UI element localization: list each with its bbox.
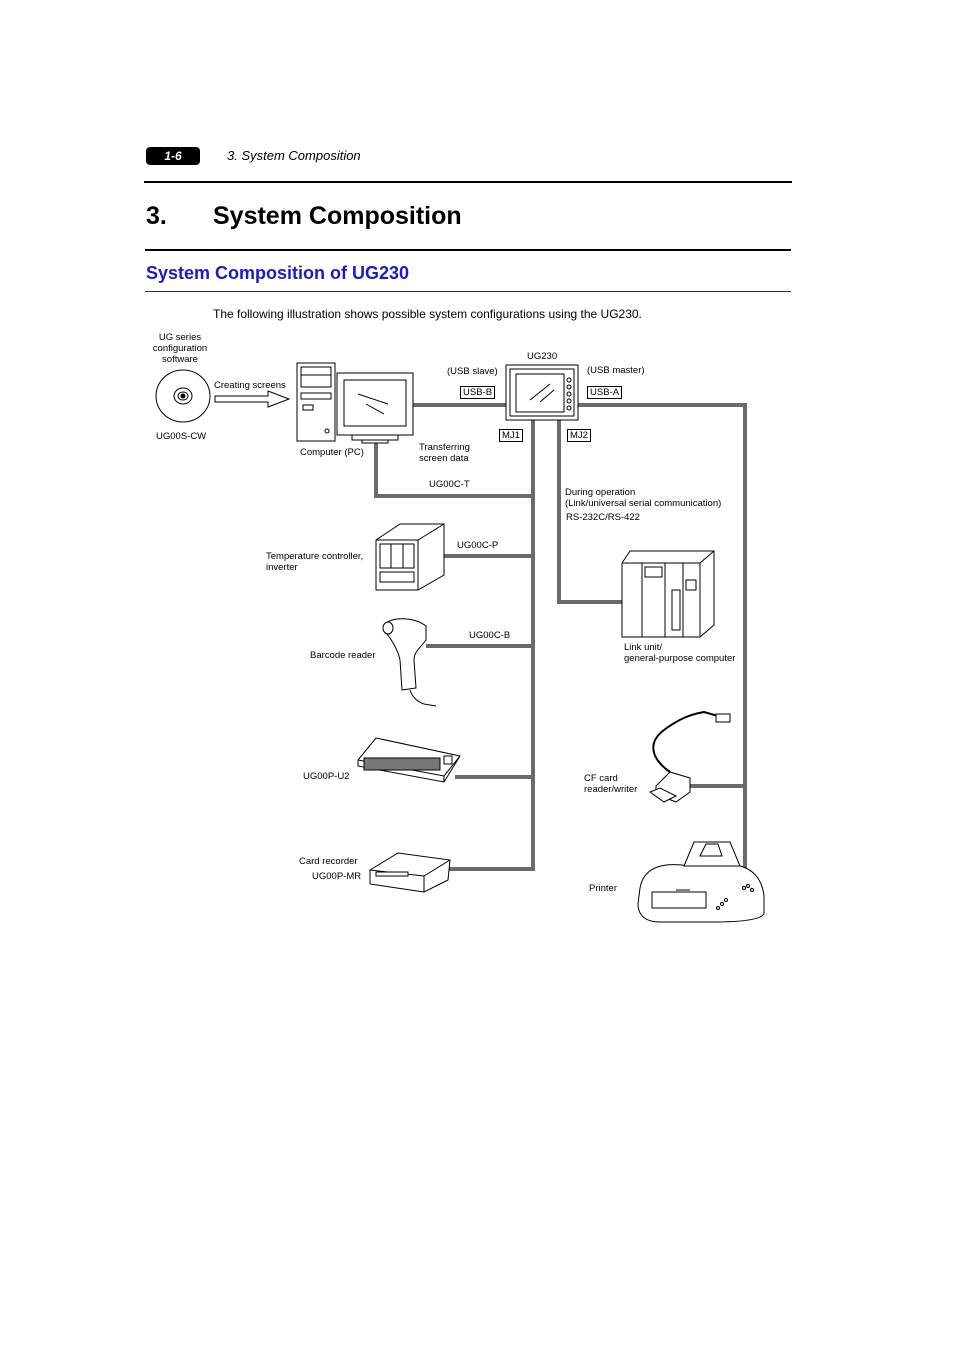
u2-label: UG00P-U2 <box>303 771 350 782</box>
barcode-reader-label: Barcode reader <box>310 650 376 661</box>
connection-lines <box>374 403 747 897</box>
cd-disk-icon <box>155 369 211 423</box>
barcode-reader-icon <box>382 618 437 707</box>
creating-screens-label: Creating screens <box>214 380 286 391</box>
usb-a-line <box>576 403 747 897</box>
temperature-controller-label: Temperature controller, inverter <box>266 551 364 573</box>
cf-card-label: CF card reader/writer <box>584 773 638 795</box>
section-rule <box>145 291 791 292</box>
card-recorder-part-number: UG00P-MR <box>312 871 362 882</box>
cable-b-label: UG00C-B <box>469 630 511 641</box>
usb-a-port-label: USB-A <box>587 386 623 399</box>
temperature-controller-icon <box>375 523 445 591</box>
chapter-number: 3. <box>146 202 167 230</box>
transferring-label: Transferring screen data <box>419 442 470 464</box>
running-header: 3. System Composition <box>227 148 361 163</box>
software-label: UG series configuration software <box>152 332 208 365</box>
page-number-badge: 1-6 <box>146 147 200 165</box>
header-rule <box>144 181 792 183</box>
chapter-title-text: System Composition <box>213 202 462 230</box>
mj2-port-label: MJ2 <box>567 429 591 442</box>
printer-icon <box>637 841 765 923</box>
intro-paragraph: The following illustration shows possibl… <box>213 307 642 321</box>
card-recorder-label: Card recorder <box>299 856 358 867</box>
creating-screens-arrow-icon <box>214 390 291 408</box>
printer-label: Printer <box>589 883 617 894</box>
computer-icon <box>296 362 414 444</box>
mj1-port-label: MJ1 <box>499 429 523 442</box>
during-operation-label: During operation (Link/universal serial … <box>565 487 722 509</box>
ug230-label: UG230 <box>527 351 558 362</box>
section-title: System Composition of UG230 <box>146 263 410 283</box>
cf-card-reader-icon <box>648 710 731 803</box>
computer-label: Computer (PC) <box>300 447 364 458</box>
cable-t-label: UG00C-T <box>429 479 470 490</box>
software-part-number: UG00S-CW <box>156 431 207 442</box>
mj2-line <box>557 420 624 604</box>
cable-p-label: UG00C-P <box>457 540 499 551</box>
ug00c-t-line <box>374 440 533 498</box>
link-unit-label: Link unit/ general-purpose computer <box>624 642 736 664</box>
usb-master-label: (USB master) <box>587 365 645 376</box>
link-unit-icon <box>621 550 715 638</box>
usb-b-port-label: USB-B <box>460 386 496 399</box>
chapter-title: 3. System Composition <box>146 202 462 231</box>
card-recorder-icon <box>369 852 451 893</box>
usb-slave-label: (USB slave) <box>447 366 498 377</box>
ug230-panel-icon <box>505 364 579 421</box>
chapter-rule <box>145 249 791 251</box>
rs-label: RS-232C/RS-422 <box>566 512 640 523</box>
ug00p-u2-icon <box>357 737 461 783</box>
mj1-trunk <box>449 420 535 871</box>
